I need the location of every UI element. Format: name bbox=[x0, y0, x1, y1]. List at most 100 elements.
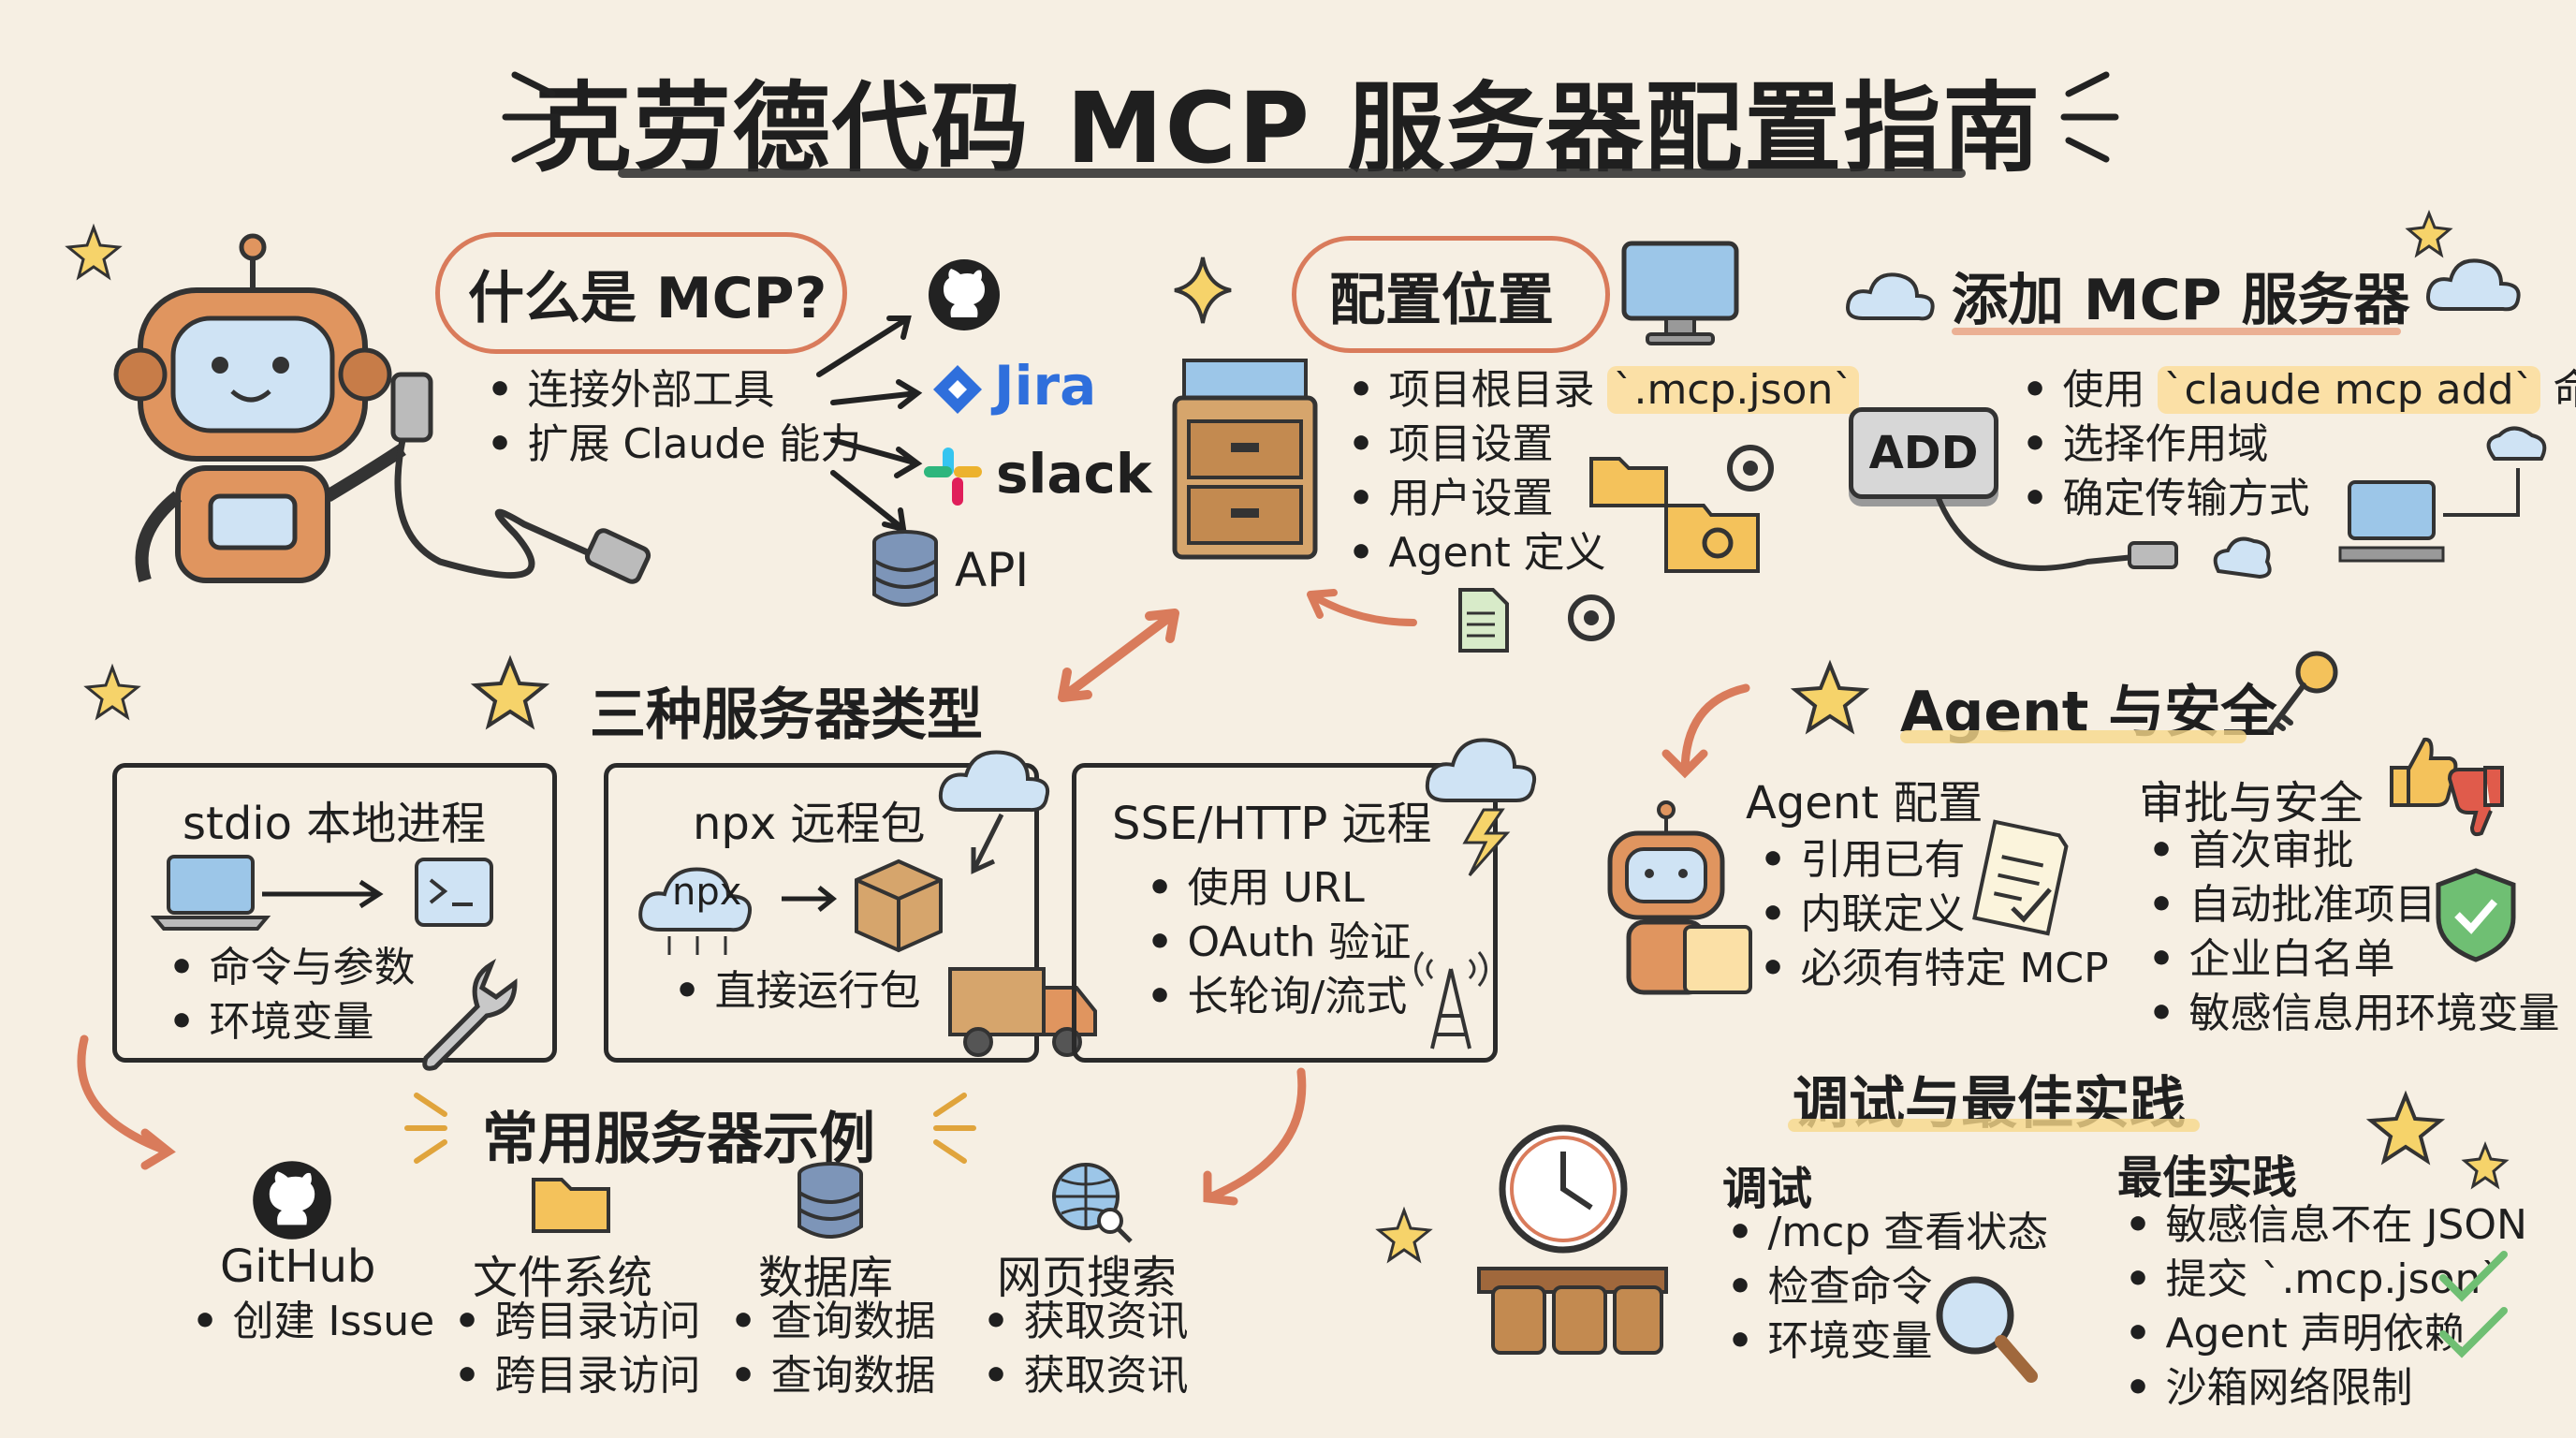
jira-label: Jira bbox=[994, 354, 1097, 418]
bullet-text: 使用 bbox=[2062, 366, 2145, 414]
curved-arrow-icon bbox=[1203, 1067, 1307, 1206]
list-item: 扩展 Claude 能力 bbox=[487, 418, 861, 472]
cloud-icon bbox=[1846, 272, 1935, 321]
config-location-bullets: 项目根目录 `.mcp.json` 项目设置 用户设置 Agent 定义 bbox=[1348, 363, 1860, 580]
title-spark-right-icon bbox=[2060, 71, 2119, 163]
config-location-oval bbox=[1292, 236, 1610, 353]
key-icon bbox=[2267, 651, 2338, 733]
list-item: 用户设置 bbox=[1348, 472, 1859, 526]
globe-search-icon bbox=[1052, 1163, 1133, 1243]
list-item: 首次审批 bbox=[2148, 824, 2559, 878]
server-types-heading: 三种服务器类型 bbox=[590, 682, 983, 748]
list-item: 获取资讯 bbox=[983, 1349, 1188, 1403]
list-item: 敏感信息用环境变量 bbox=[2148, 987, 2559, 1041]
document-icon bbox=[1458, 588, 1509, 653]
list-item: 检查命令 bbox=[1727, 1260, 2048, 1314]
cloud-icon bbox=[2426, 258, 2521, 312]
list-item: 使用 `claude mcp add` 命令 bbox=[2022, 363, 2576, 418]
laptop-terminal-icon bbox=[150, 855, 493, 931]
npx-title: npx 远程包 bbox=[693, 798, 926, 850]
approval-bullets: 首次审批 自动批准项目 企业白名单 敏感信息用环境变量 bbox=[2148, 824, 2559, 1041]
database-icon bbox=[872, 530, 938, 607]
what-is-mcp-bullets: 连接外部工具 扩展 Claude 能力 bbox=[487, 363, 861, 472]
list-item: 查询数据 bbox=[730, 1295, 935, 1349]
common-servers-heading: 常用服务器示例 bbox=[482, 1107, 875, 1172]
title-underline bbox=[618, 169, 1966, 178]
cloud-icon bbox=[938, 750, 1049, 874]
server-bullets: 创建 Issue bbox=[192, 1295, 434, 1349]
curved-arrow-icon bbox=[1661, 683, 1750, 779]
sse-bullets: 使用 URL OAuth 验证 长轮询/流式 bbox=[1147, 861, 1411, 1024]
monitor-icon bbox=[1621, 241, 1739, 345]
list-item: 直接运行包 bbox=[674, 964, 920, 1019]
antenna-icon bbox=[1414, 951, 1487, 1049]
list-item: 敏感信息不在 JSON bbox=[2125, 1198, 2526, 1253]
npx-bullets: 直接运行包 bbox=[674, 964, 920, 1019]
list-item: 沙箱网络限制 bbox=[2125, 1361, 2527, 1416]
star-icon bbox=[1375, 1206, 1433, 1264]
github-icon bbox=[929, 259, 1000, 330]
checkmarks-icon bbox=[2439, 1251, 2508, 1358]
small-robot-illustration bbox=[1607, 800, 1752, 995]
list-item: 长轮询/流式 bbox=[1147, 970, 1411, 1024]
star-icon bbox=[2405, 209, 2453, 258]
shield-check-icon bbox=[2436, 868, 2516, 962]
star-icon bbox=[470, 654, 550, 730]
sse-box bbox=[1072, 763, 1498, 1063]
checklist-icon bbox=[1972, 819, 2069, 936]
add-button[interactable]: ADD bbox=[1849, 407, 1998, 499]
folder-icon bbox=[532, 1178, 610, 1233]
star-icon bbox=[1790, 659, 1870, 735]
claude-mcp-add-tag: `claude mcp add` bbox=[2158, 366, 2540, 414]
curved-arrow-icon bbox=[77, 1034, 176, 1170]
list-item: Agent 定义 bbox=[1348, 526, 1859, 580]
list-item: 引用已有 bbox=[1760, 833, 2109, 888]
list-item: 项目设置 bbox=[1348, 418, 1859, 472]
list-item: 环境变量 bbox=[1727, 1314, 2048, 1369]
list-item: 项目根目录 `.mcp.json` bbox=[1348, 363, 1860, 418]
curved-arrow-icon bbox=[1307, 589, 1417, 626]
wrench-icon bbox=[422, 959, 518, 1071]
list-item: 获取资讯 bbox=[983, 1295, 1188, 1349]
server-bullets: 查询数据 查询数据 bbox=[730, 1295, 935, 1403]
agent-config-title: Agent 配置 bbox=[1746, 777, 1983, 829]
folder-gear-icons bbox=[1568, 445, 1774, 641]
robot-illustration bbox=[113, 233, 651, 584]
list-item: 查询数据 bbox=[730, 1349, 935, 1403]
list-item: 确定传输方式 bbox=[2022, 472, 2576, 526]
bullet-text: 命令 bbox=[2553, 366, 2576, 414]
stdio-bullets: 命令与参数 环境变量 bbox=[168, 941, 415, 1049]
list-item: Agent 声明依赖 bbox=[2125, 1307, 2527, 1361]
spark-right-icon bbox=[933, 1093, 976, 1164]
file-cabinet-icon bbox=[1172, 359, 1318, 560]
page-title: 克劳德代码 MCP 服务器配置指南 bbox=[534, 71, 2042, 185]
npx-box bbox=[604, 763, 1039, 1063]
list-item: 自动批准项目 bbox=[2148, 878, 2559, 932]
slack-icon bbox=[924, 448, 982, 506]
approval-title: 审批与安全 bbox=[2139, 777, 2364, 829]
star-icon bbox=[2365, 1090, 2446, 1166]
star-icon bbox=[65, 223, 123, 281]
list-item: 企业白名单 bbox=[2148, 932, 2559, 987]
github-icon bbox=[253, 1161, 331, 1240]
add-button-label: ADD bbox=[1868, 427, 1979, 479]
agent-security-underline bbox=[1900, 730, 2247, 743]
list-item: /mcp 查看状态 bbox=[1727, 1206, 2048, 1260]
add-server-heading: 添加 MCP 服务器 bbox=[1952, 268, 2410, 333]
server-name: GitHub bbox=[220, 1240, 376, 1293]
arrow-right-icon bbox=[782, 886, 838, 912]
thumbs-icon bbox=[2390, 737, 2504, 837]
what-is-mcp-oval bbox=[435, 232, 847, 354]
server-bullets: 获取资讯 获取资讯 bbox=[983, 1295, 1188, 1403]
add-server-bullets: 使用 `claude mcp add` 命令 选择作用域 确定传输方式 bbox=[2022, 363, 2576, 526]
list-item: 命令与参数 bbox=[168, 941, 415, 995]
list-item: 连接外部工具 bbox=[487, 363, 861, 418]
cloud-lightning-icon bbox=[1425, 738, 1536, 876]
best-title: 最佳实践 bbox=[2117, 1152, 2298, 1204]
list-item: 跨目录访问 bbox=[454, 1295, 700, 1349]
title-spark-left-icon bbox=[502, 71, 561, 163]
what-is-mcp-heading: 什么是 MCP? bbox=[468, 266, 827, 331]
api-label: API bbox=[955, 543, 1030, 597]
stdio-box bbox=[112, 763, 557, 1063]
package-box-icon bbox=[855, 858, 943, 953]
